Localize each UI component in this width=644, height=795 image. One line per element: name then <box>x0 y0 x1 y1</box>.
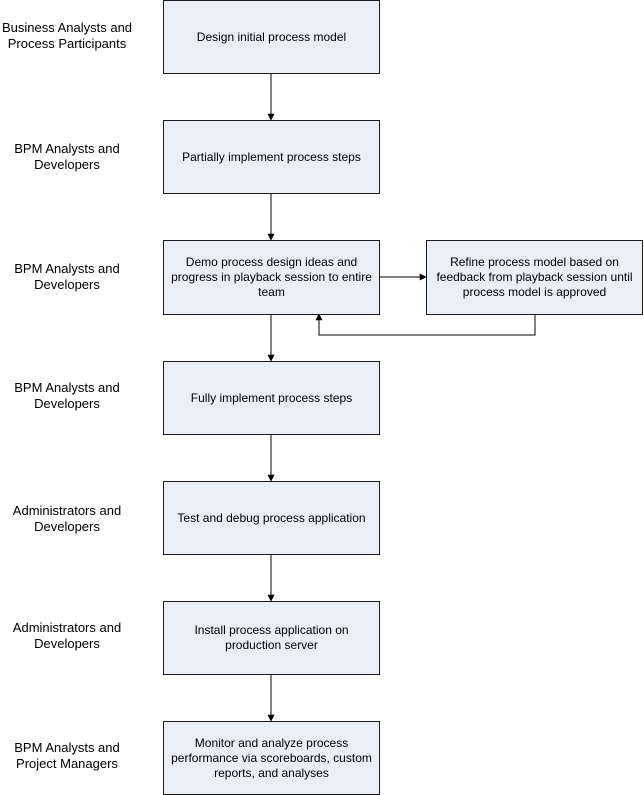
step-partially-implement: Partially implement process steps <box>163 120 380 194</box>
arrow-refine-back-to-step3 <box>315 313 536 336</box>
step-test-debug: Test and debug process application <box>163 481 380 555</box>
step-design-initial-model: Design initial process model <box>163 0 380 74</box>
step-fully-implement: Fully implement process steps <box>163 361 380 435</box>
